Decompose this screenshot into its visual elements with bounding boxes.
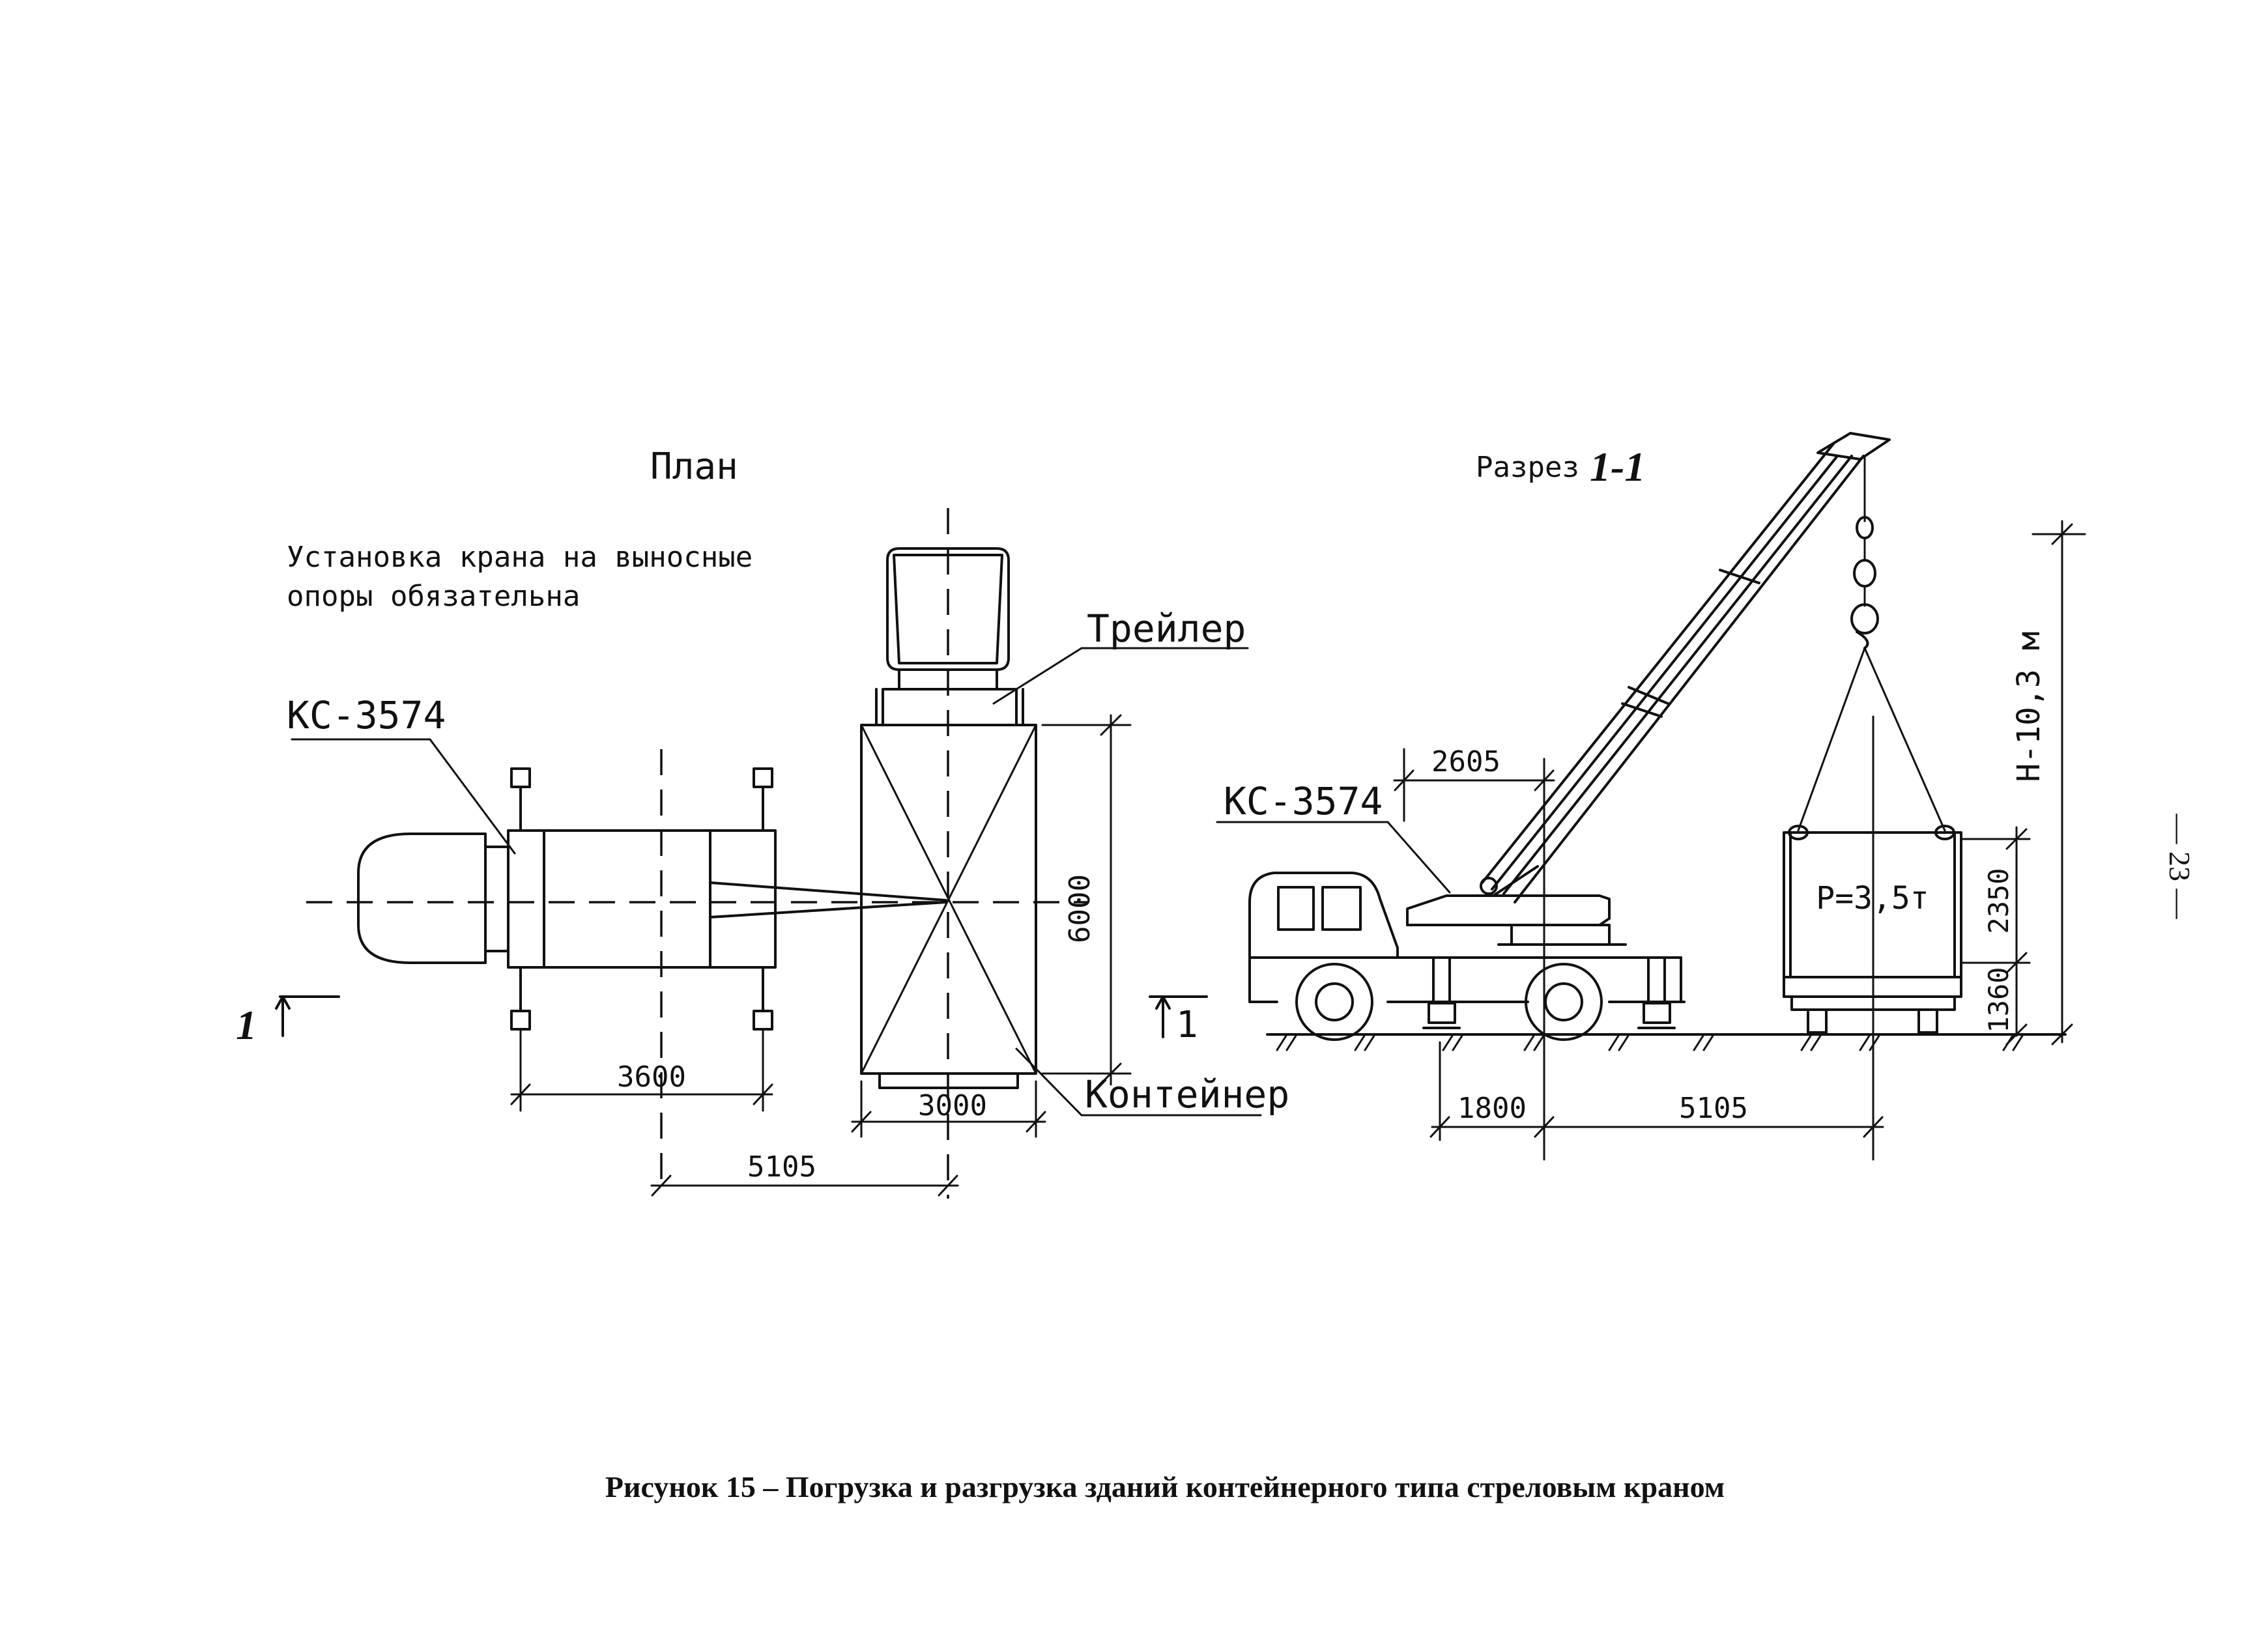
trailer-cab-outer bbox=[886, 547, 1010, 671]
plan-boom-lower bbox=[709, 901, 947, 918]
trailer-cab-inner bbox=[893, 554, 1003, 664]
dim-2605: 2605 bbox=[1393, 745, 1555, 791]
hoist-rope-and-hook bbox=[1797, 455, 1946, 832]
dim-height: Н-10,3 м bbox=[2011, 520, 2086, 1046]
dim-5105-plan-text: 5105 bbox=[747, 1150, 816, 1184]
crane-turntable bbox=[1406, 894, 1611, 926]
dim-5105-section-text: 5105 bbox=[1679, 1092, 1748, 1125]
dim-3000-text: 3000 bbox=[918, 1089, 987, 1122]
dim-5105-section: 5105 bbox=[1533, 1092, 1884, 1138]
plan-boom-upper bbox=[709, 881, 947, 902]
section-crane-leader bbox=[1386, 821, 1451, 894]
plan-crane-label: КС-3574 bbox=[287, 693, 446, 737]
section-crane-label: КС-3574 bbox=[1224, 779, 1383, 823]
plan-crane-leader bbox=[429, 738, 516, 855]
dim-6000: 6000 bbox=[1041, 714, 1132, 1086]
truck-window-2 bbox=[1321, 886, 1362, 931]
figure-caption: Рисунок 15 – Погрузка и разгрузка зданий… bbox=[605, 1470, 1725, 1503]
plan-crane-bumper bbox=[484, 846, 510, 952]
crane-base bbox=[1510, 924, 1611, 946]
truck-front-wheel bbox=[1295, 963, 1373, 1041]
section-title: Разрез bbox=[1476, 451, 1579, 484]
dim-3600-text: 3600 bbox=[617, 1060, 686, 1094]
section-mark-right: 1 bbox=[1149, 995, 1208, 1046]
dim-1360-text: 1360 bbox=[1983, 967, 2015, 1032]
dim-1800-text: 1800 bbox=[1457, 1092, 1527, 1125]
dim-5105-plan: 5105 bbox=[650, 1150, 959, 1197]
container-label: Контейнер bbox=[1085, 1072, 1289, 1117]
trailer-leader bbox=[992, 647, 1083, 705]
ground-hatch bbox=[1276, 1034, 2024, 1051]
truck-rear-wheel bbox=[1525, 963, 1603, 1041]
dim-3000: 3000 bbox=[851, 1080, 1046, 1138]
dim-2350-text: 2350 bbox=[1983, 868, 2015, 933]
plan-crane-body bbox=[507, 829, 777, 969]
plan-outriggers bbox=[510, 767, 773, 1031]
trailer-label: Трейлер bbox=[1087, 606, 1246, 651]
dim-6000-text: 6000 bbox=[1063, 874, 1097, 943]
container-leader bbox=[1015, 1047, 1083, 1117]
section-outriggers bbox=[1422, 956, 1676, 1029]
dim-1800: 1800 bbox=[1429, 1092, 1555, 1138]
svg-text:1: 1 bbox=[236, 1002, 257, 1048]
section-view: Разрез 1-1 bbox=[1216, 432, 2086, 1161]
svg-text:1: 1 bbox=[1176, 1004, 1198, 1046]
section-title-mark: 1-1 bbox=[1590, 444, 1645, 490]
height-label: Н-10,3 м bbox=[2011, 631, 2047, 782]
truck-cab bbox=[1248, 872, 1409, 1003]
dim-3600: 3600 bbox=[510, 1028, 773, 1112]
boom-head bbox=[1816, 432, 1891, 461]
plan-view: План Установка крана на выносные опоры о… bbox=[236, 446, 1289, 1199]
trailer-rear bbox=[878, 1072, 1019, 1089]
plan-note-line1: Установка крана на выносные bbox=[287, 541, 753, 574]
plan-title: План bbox=[650, 446, 738, 488]
crane-boom bbox=[1480, 432, 1891, 904]
dim-2605-text: 2605 bbox=[1431, 745, 1500, 778]
dim-vertical-container: 2350 1360 bbox=[1960, 826, 2031, 1046]
trailer-coupling bbox=[882, 688, 1018, 726]
plan-crane-cab bbox=[357, 833, 487, 964]
section-mark-left: 1 bbox=[236, 995, 340, 1048]
plan-note-line2: опоры обязательна bbox=[287, 580, 580, 613]
truck-window-1 bbox=[1277, 886, 1315, 931]
page-number: — 23 — bbox=[2163, 814, 2196, 920]
